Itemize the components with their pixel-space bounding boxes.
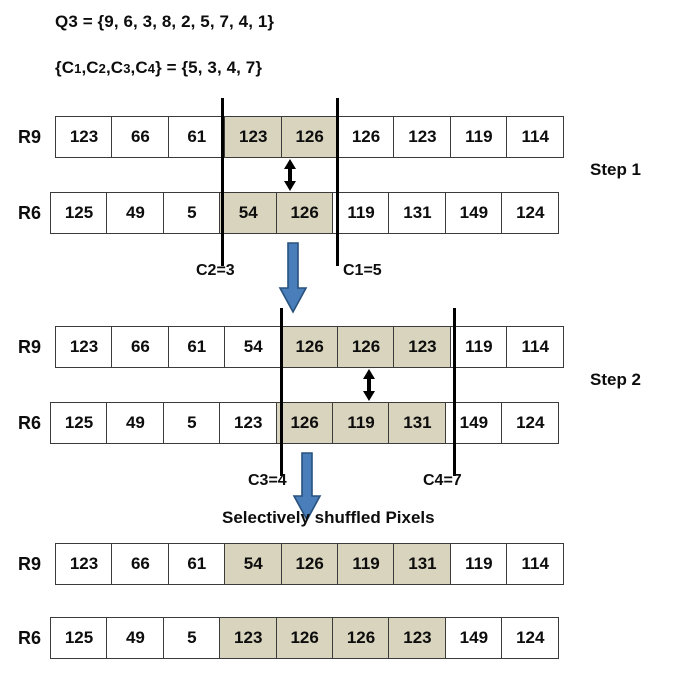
step1-r9-cell-7: 119	[449, 116, 508, 158]
step1-r6-cell-6: 131	[388, 192, 447, 234]
step2-r9-cell-2: 61	[167, 326, 226, 368]
down-arrow-step2-to-result	[292, 452, 322, 522]
result-r9-cell-3: 54	[224, 543, 283, 585]
c-set-sep-4: ,C	[130, 58, 148, 77]
step1-r6-cell-8: 124	[501, 192, 560, 234]
row-label-result-r6: R6	[18, 628, 42, 648]
c-set-sep-2: ,C	[81, 58, 99, 77]
result-r9-cell-2: 61	[167, 543, 226, 585]
result-r6-cell-7: 149	[444, 617, 503, 659]
result-r9-cell-0: 123	[55, 543, 113, 585]
row-label-step1-r6: R6	[18, 203, 42, 223]
step2-r6-cell-3: 123	[219, 402, 278, 444]
formula-c-set: {C1,C2,C3,C4} = {5, 3, 4, 7}	[55, 58, 262, 78]
step1-r9-cell-8: 114	[506, 116, 565, 158]
step1-r9-cell-0: 123	[55, 116, 113, 158]
step2-r6-cell-0: 125	[50, 402, 108, 444]
marker-label-c3: C3=4	[248, 472, 287, 489]
step2-r9-cell-8: 114	[506, 326, 565, 368]
result-r6-cell-5: 126	[332, 617, 391, 659]
step2-r9-cell-5: 126	[337, 326, 396, 368]
step2-r9-cell-1: 66	[111, 326, 170, 368]
result-r6-cell-6: 123	[388, 617, 447, 659]
marker-label-c1: C1=5	[343, 262, 382, 279]
marker-line-c4	[453, 308, 457, 476]
step2-r9-cell-4: 126	[280, 326, 339, 368]
step-label-2: Step 2	[590, 370, 642, 389]
step2-r9-cell-7: 119	[449, 326, 508, 368]
swap-arrow-step2	[363, 369, 375, 401]
result-r6-cell-4: 126	[275, 617, 334, 659]
result-r6-cell-3: 123	[219, 617, 278, 659]
result-r6-cell-0: 125	[50, 617, 108, 659]
step2-r6-cell-6: 131	[388, 402, 447, 444]
step1-r9-cell-3: 123	[224, 116, 283, 158]
step1-r6-cell-1: 49	[106, 192, 165, 234]
step2-r6-cell-2: 5	[162, 402, 221, 444]
row-label-result-r9: R9	[18, 554, 42, 574]
result-r6-cell-2: 5	[162, 617, 221, 659]
c-set-sub-2: 2	[98, 61, 106, 76]
result-r6-cell-8: 124	[501, 617, 560, 659]
marker-line-c2	[221, 98, 225, 266]
marker-line-c3	[280, 308, 284, 476]
step2-r6-cell-4: 126	[275, 402, 334, 444]
result-r9-cell-5: 119	[337, 543, 396, 585]
step2-r9-cell-0: 123	[55, 326, 113, 368]
step2-r6-cell-5: 119	[332, 402, 391, 444]
step2-r6-cell-1: 49	[106, 402, 165, 444]
step1-r9-cell-1: 66	[111, 116, 170, 158]
step2-r9-cell-3: 54	[224, 326, 283, 368]
result-r6-cell-1: 49	[106, 617, 165, 659]
c-set-sep-3: ,C	[105, 58, 124, 77]
step1-r9-cell-5: 126	[337, 116, 396, 158]
step1-r6-cell-3: 54	[219, 192, 278, 234]
step1-r6-cell-4: 126	[275, 192, 334, 234]
step2-r6-cell-8: 124	[501, 402, 560, 444]
c-set-close: } = {5, 3, 4, 7}	[155, 58, 263, 77]
down-arrow-step1-to-step2	[278, 242, 308, 314]
marker-line-c1	[336, 98, 340, 266]
formula-q3: Q3 = {9, 6, 3, 8, 2, 5, 7, 4, 1}	[55, 12, 275, 31]
result-r9-cell-4: 126	[280, 543, 339, 585]
row-label-step1-r9: R9	[18, 127, 42, 147]
step1-r9-cell-4: 126	[280, 116, 339, 158]
step1-r6-cell-5: 119	[332, 192, 391, 234]
result-r9-cell-8: 114	[506, 543, 565, 585]
step1-r6-cell-0: 125	[50, 192, 108, 234]
step1-r6-cell-7: 149	[444, 192, 503, 234]
row-label-step2-r6: R6	[18, 413, 42, 433]
marker-label-c4: C4=7	[423, 472, 462, 489]
step2-r9-cell-6: 123	[393, 326, 452, 368]
swap-arrow-step1	[284, 159, 296, 191]
step1-r9-cell-6: 123	[393, 116, 452, 158]
c-set-sub-4: 4	[147, 61, 156, 76]
result-caption: Selectively shuffled Pixels	[222, 508, 435, 527]
step1-r9-cell-2: 61	[167, 116, 226, 158]
result-r9-cell-1: 66	[111, 543, 170, 585]
row-label-step2-r9: R9	[18, 337, 42, 357]
c-set-open: {C	[55, 58, 75, 77]
marker-label-c2: C2=3	[196, 262, 235, 279]
result-r9-cell-7: 119	[449, 543, 508, 585]
step1-r6-cell-2: 5	[162, 192, 221, 234]
step-label-1: Step 1	[590, 160, 642, 179]
c-set-sub-1: 1	[74, 61, 82, 76]
result-r9-cell-6: 131	[393, 543, 452, 585]
c-set-sub-3: 3	[123, 61, 131, 76]
